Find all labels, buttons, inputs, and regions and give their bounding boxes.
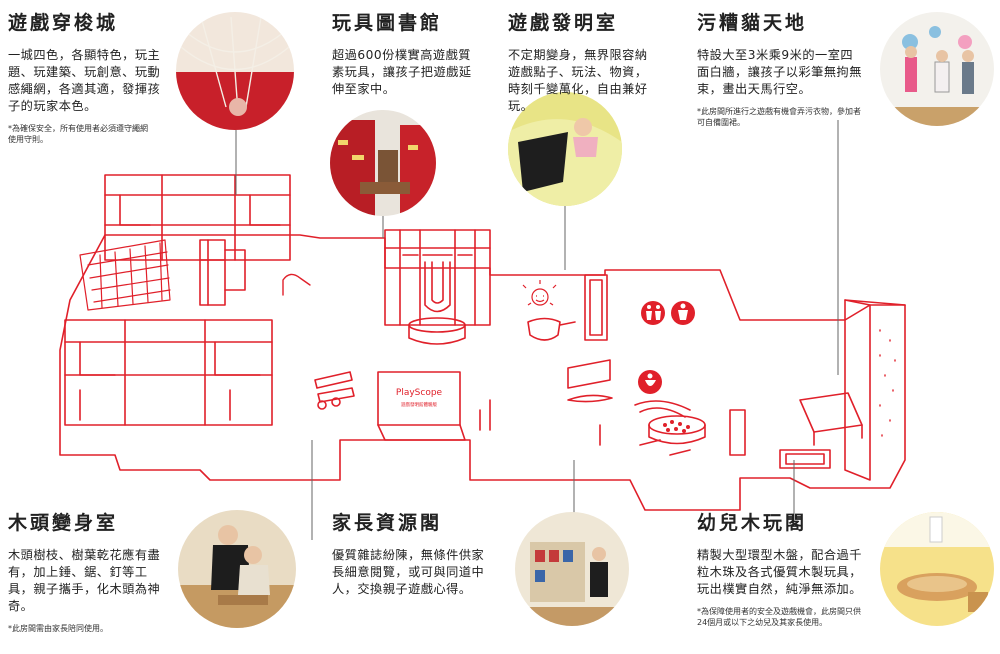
invention-doodle-icon bbox=[522, 280, 557, 306]
climbing-net bbox=[79, 239, 171, 311]
photo-messy-cat bbox=[880, 12, 994, 126]
section-desc: 超過600份樸實高遊戲質素玩具，讓孩子把遊戲延伸至家中。 bbox=[332, 48, 472, 96]
section-note: *為保障使用者的安全及遊戲機會，此房間只供24個月或以下之幼兒及其家長使用。 bbox=[697, 607, 861, 627]
section-title: 家長資源閣 bbox=[332, 512, 443, 534]
section-desc: 特設大至3米乘9米的一室四面白牆，讓孩子以彩筆無拘無束，畫出天馬行空。 bbox=[697, 48, 862, 96]
section-title: 污糟貓天地 bbox=[697, 12, 808, 34]
section-title: 遊戲穿梭城 bbox=[8, 12, 119, 34]
family-room-icon bbox=[671, 301, 695, 325]
nursing-room-icon bbox=[638, 370, 662, 394]
section-parent-corner: 家長資源閣 優質雜誌紛陳，無條件供家長細意閱覽，或可與同道中人，交換親子遊戲心得… bbox=[332, 508, 494, 598]
section-desc: 一城四色，各顯特色，玩主題、玩建築、玩創意、玩動感繩網，各適其適，發揮孩子的玩家… bbox=[8, 48, 161, 113]
wall-dots bbox=[879, 329, 896, 437]
section-desc: 優質雜誌紛陳，無條件供家長細意閱覽，或可與同道中人，交換親子遊戲心得。 bbox=[332, 548, 485, 596]
section-title: 木頭變身室 bbox=[8, 512, 119, 534]
photo-climbing-net bbox=[176, 12, 294, 130]
playscope-sign-subtext: 遊戲發明館體驗版 bbox=[401, 401, 437, 408]
wood-logs bbox=[314, 371, 355, 410]
castle-center-unit bbox=[199, 239, 246, 306]
photo-toddler-room bbox=[880, 512, 994, 626]
photo-toy-library bbox=[330, 110, 436, 216]
section-toy-library: 玩具圖書館 超過600份樸實高遊戲質素玩具，讓孩子把遊戲延伸至家中。 bbox=[332, 8, 480, 98]
photo-invention-room bbox=[508, 92, 622, 206]
section-desc: 精製大型環型木盤，配合過千粒木珠及各式優質木製玩具，玩出樸實自然，純淨無添加。 bbox=[697, 548, 862, 596]
playscope-sign-board bbox=[377, 371, 461, 426]
castle-back-tower bbox=[104, 174, 291, 261]
photo-parent-corner bbox=[515, 512, 629, 626]
section-note: *為確保安全，所有使用者必須遵守繩網使用守則。 bbox=[8, 124, 148, 144]
invention-pot bbox=[527, 317, 576, 341]
section-invention-room: 遊戲發明室 不定期變身，無界限容納遊戲點子、玩法、物資，時刻千變萬化，自由兼好玩… bbox=[508, 8, 658, 115]
section-wood-room: 木頭變身室 木頭樹枝、樹葉乾花應有盡有，加上錘、鋸、釘等工具，親子攜手，化木頭為… bbox=[8, 508, 166, 634]
toilet-icon bbox=[641, 301, 665, 325]
playscope-sign-text: PlayScope bbox=[396, 388, 443, 398]
invention-cabinet bbox=[584, 274, 608, 341]
section-desc: 不定期變身，無界限容納遊戲點子、玩法、物資，時刻千變萬化，自由兼好玩。 bbox=[508, 48, 648, 113]
photo-wood-room bbox=[178, 510, 296, 628]
toy-library-shelves bbox=[384, 229, 491, 326]
toy-library-table bbox=[408, 317, 466, 345]
section-note: *此房間所進行之遊戲有機會弄污衣物，參加者可自備圍裙。 bbox=[697, 107, 861, 127]
parents-shelf bbox=[567, 359, 611, 389]
section-note: *此房間需由家長陪同使用。 bbox=[8, 624, 108, 633]
section-climbing-castle: 遊戲穿梭城 一城四色，各顯特色，玩主題、玩建築、玩創意、玩動感繩網，各適其適，發… bbox=[8, 8, 166, 145]
toddler-ring bbox=[634, 400, 706, 456]
section-messy-cat: 污糟貓天地 特設大至3米乘9米的一室四面白牆，讓孩子以彩筆無拘無束，畫出天馬行空… bbox=[697, 8, 863, 128]
play-tube bbox=[282, 273, 311, 296]
leader-lines bbox=[235, 110, 839, 540]
section-toddler-room: 幼兒木玩閣 精製大型環型木盤，配合過千粒木珠及各式優質木製玩具，玩出樸實自然，純… bbox=[697, 508, 863, 628]
section-desc: 木頭樹枝、樹葉乾花應有盡有，加上錘、鋸、釘等工具，親子攜手，化木頭為神奇。 bbox=[8, 548, 161, 613]
messy-cat-room bbox=[729, 299, 906, 481]
castle-front-tower bbox=[64, 319, 273, 426]
section-title: 玩具圖書館 bbox=[332, 12, 443, 34]
section-title: 幼兒木玩閣 bbox=[697, 512, 808, 534]
section-title: 遊戲發明室 bbox=[508, 12, 619, 34]
floor-outline bbox=[59, 234, 906, 511]
toddler-beads bbox=[663, 420, 690, 433]
